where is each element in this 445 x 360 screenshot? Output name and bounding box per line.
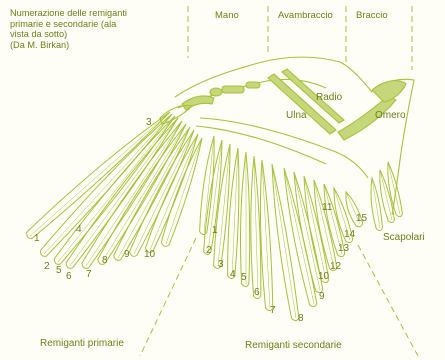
figure-caption: Numerazione delle remiganti primarie e s… — [10, 8, 175, 50]
bone-label-omero: Omero — [375, 110, 406, 121]
secondary-number: 15 — [356, 214, 367, 224]
secondary-number: 10 — [318, 272, 329, 282]
divider-secondaries-right — [358, 245, 418, 356]
secondary-number: 11 — [322, 203, 332, 213]
primary-number: 1 — [34, 234, 40, 244]
caption-line: (Da M. Birkan) — [10, 40, 175, 51]
carpal-bone — [222, 86, 244, 93]
secondary-number: 9 — [319, 292, 325, 302]
group-label-primarie: Remiganti primarie — [40, 338, 124, 349]
secondary-number: 2 — [206, 246, 212, 256]
secondary-feather — [260, 160, 272, 311]
primary-number: 7 — [86, 270, 92, 280]
primary-number: 10 — [144, 250, 155, 260]
secondary-feather — [240, 152, 249, 287]
secondary-number: 7 — [270, 306, 276, 316]
region-label-mano: Mano — [215, 10, 239, 21]
secondary-feather — [204, 140, 222, 254]
region-label-braccio: Braccio — [356, 10, 388, 21]
group-label-secondarie: Remiganti secondarie — [245, 340, 342, 351]
bone-label-radio: Radio — [316, 92, 342, 103]
secondary-number: 4 — [230, 270, 236, 280]
caption-line: Numerazione delle remiganti — [10, 8, 175, 19]
primary-feather — [66, 118, 178, 268]
carpal-bone-2 — [246, 82, 260, 88]
caption-line: primarie e secondarie (ala — [10, 19, 175, 30]
secondary-number: 14 — [344, 230, 355, 240]
secondary-number: 1 — [212, 226, 218, 236]
shoulder-joint — [372, 81, 406, 102]
primary-number: 4 — [76, 225, 82, 235]
primary-feather-shaft — [58, 116, 175, 262]
primary-number: 5 — [56, 266, 62, 276]
primary-number: 8 — [102, 256, 108, 266]
primary-feather — [98, 124, 186, 264]
secondary-number: 6 — [254, 288, 260, 298]
secondary-number: 3 — [218, 260, 224, 270]
primary-number: 2 — [44, 262, 50, 272]
primary-feathers — [27, 112, 202, 268]
secondary-number: 5 — [241, 273, 247, 283]
region-label-avambraccio: Avambraccio — [278, 10, 333, 21]
covert-row-2 — [196, 126, 326, 164]
secondary-feathers — [200, 136, 403, 321]
secondary-number: 12 — [330, 262, 341, 272]
secondary-number: 13 — [338, 244, 349, 254]
scapular-feathers — [371, 162, 402, 231]
hand-bones — [182, 96, 214, 110]
caption-line: vista da sotto) — [10, 29, 175, 40]
primary-number: 9 — [124, 250, 130, 260]
secondary-feather — [314, 180, 337, 271]
group-label-scapolari: Scapolari — [383, 232, 425, 243]
bone-label-ulna: Ulna — [286, 110, 307, 121]
primary-feather — [114, 127, 190, 260]
secondary-feather-shaft — [272, 164, 296, 318]
secondary-number: 8 — [298, 314, 304, 324]
wrist-joint — [210, 88, 222, 96]
primary-number: 6 — [66, 272, 72, 282]
primary-number: 3 — [146, 118, 152, 128]
